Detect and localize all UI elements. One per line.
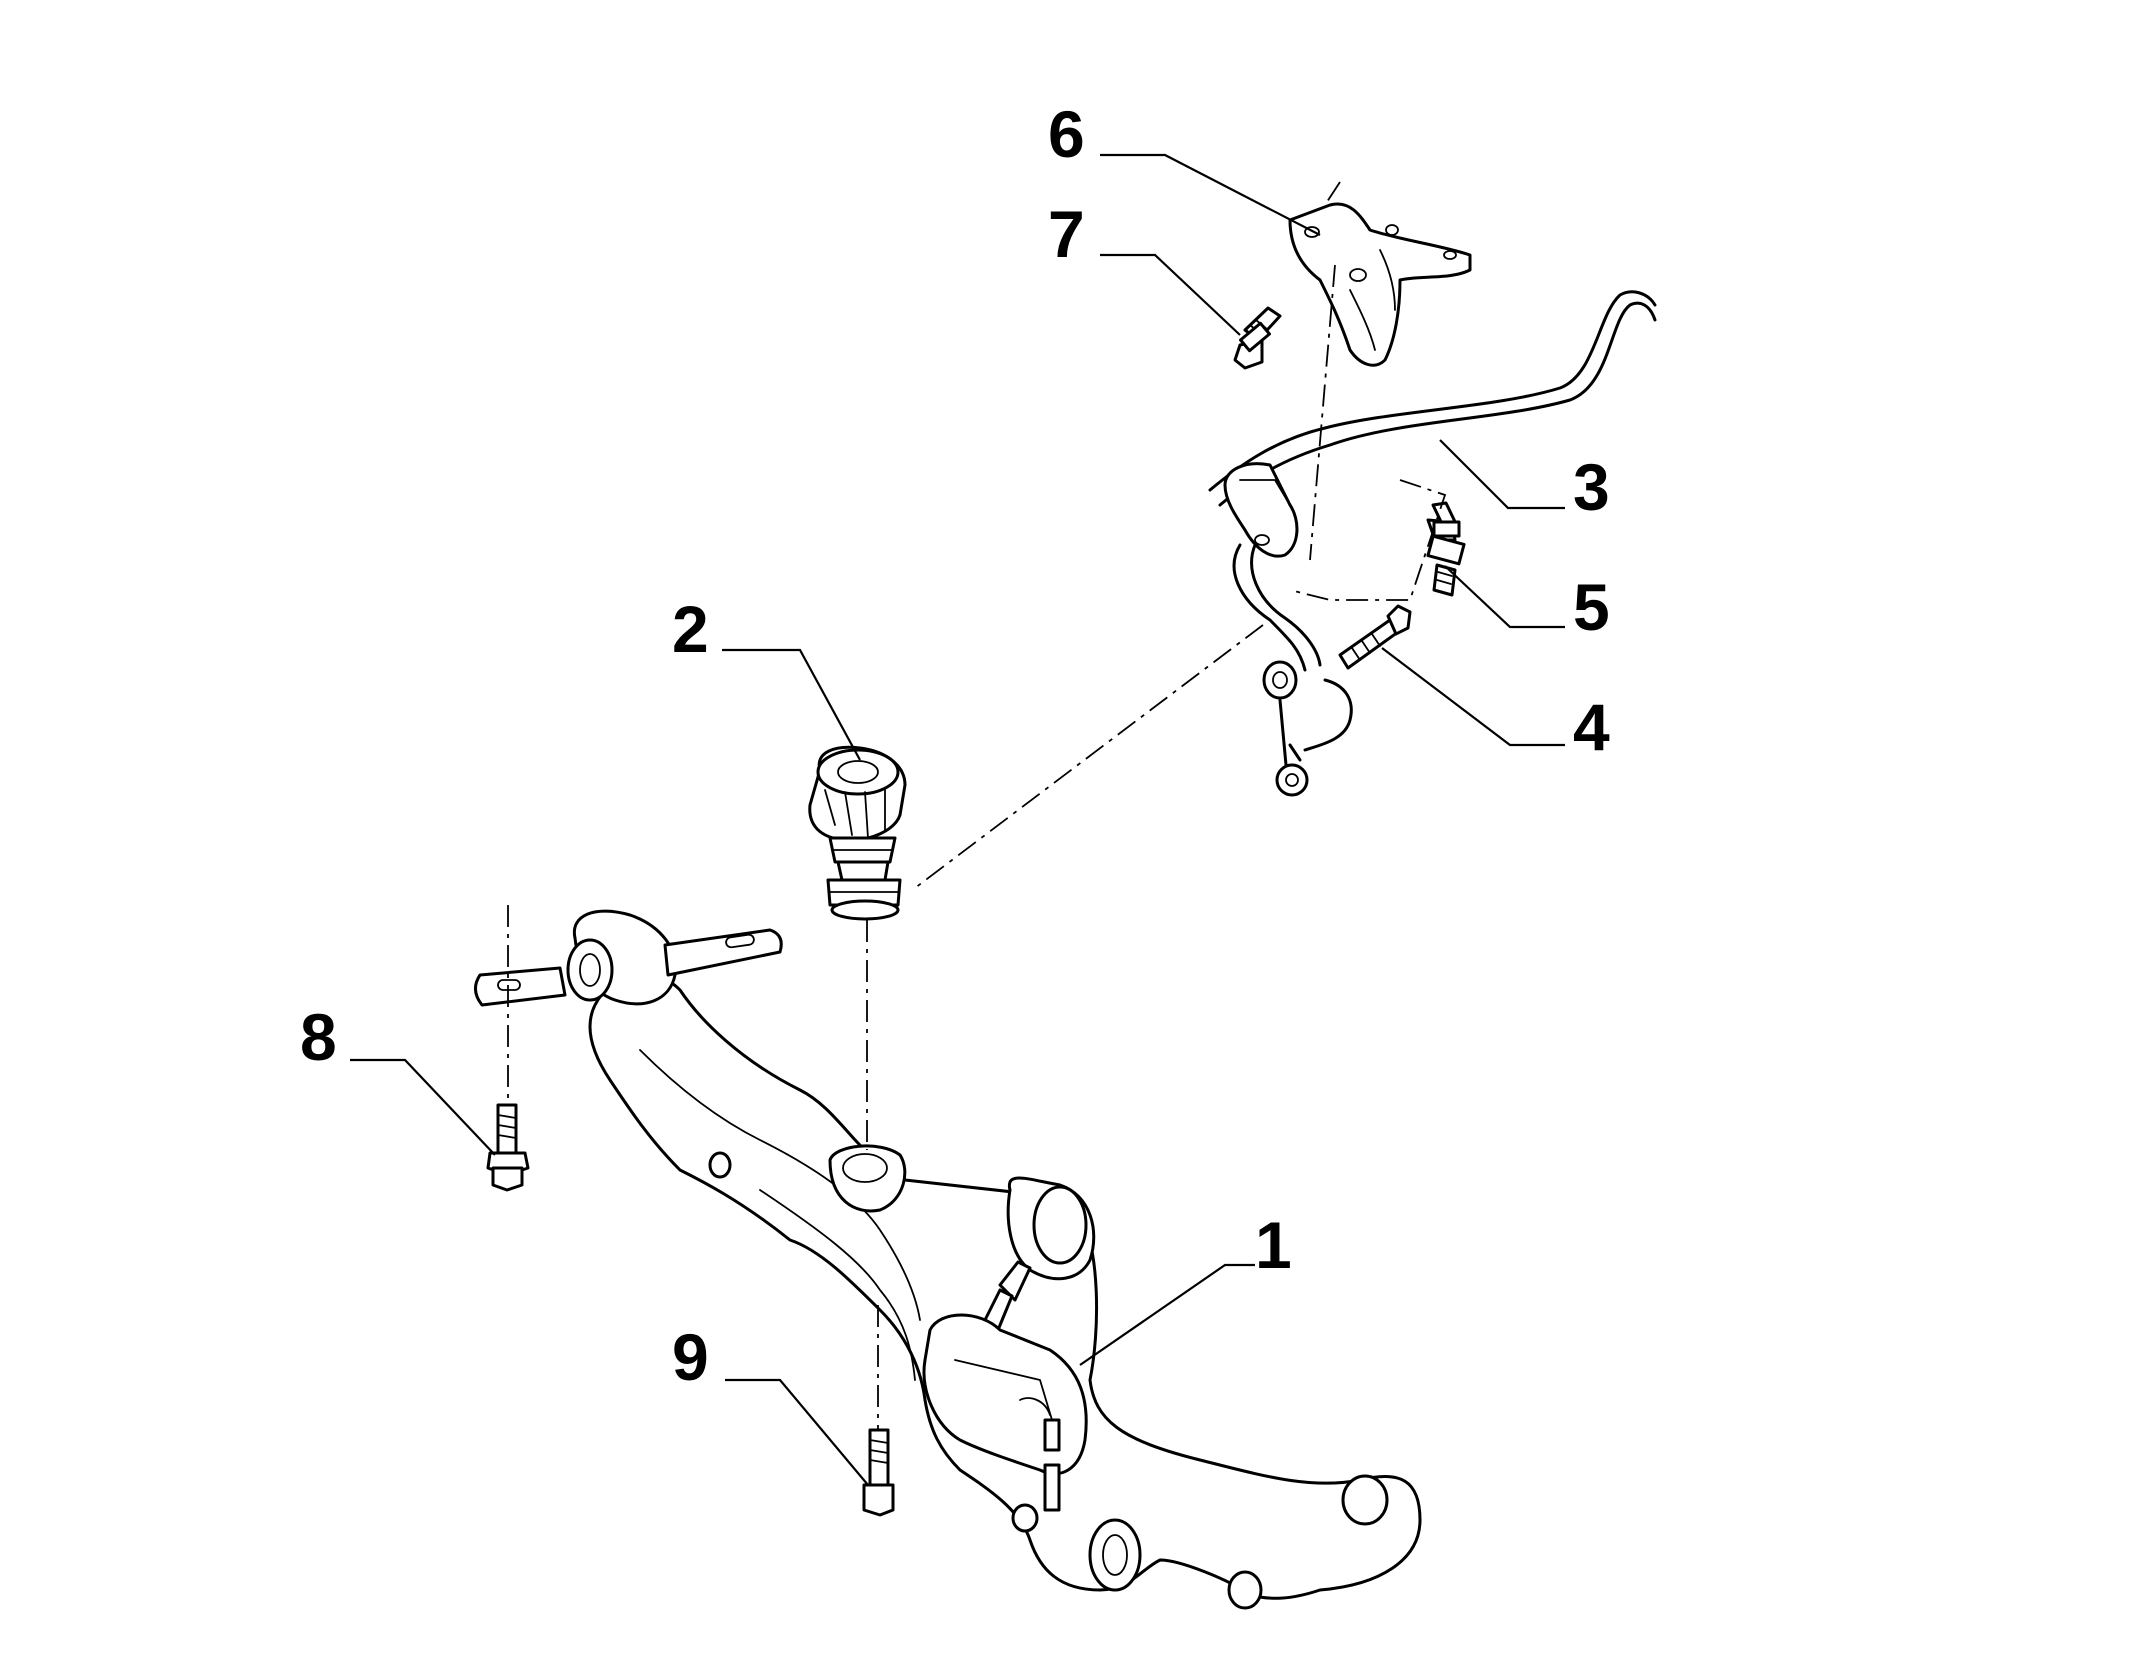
mount-boss (828, 1144, 907, 1213)
front-mount-bushing (474, 909, 783, 1007)
callout-8[interactable]: 8 (300, 1000, 337, 1074)
rear-mount-bushing (983, 1176, 1096, 1332)
callout-5[interactable]: 5 (1573, 570, 1610, 644)
link-bolt-part[interactable] (1338, 604, 1412, 670)
upper-bolt-part[interactable] (1233, 306, 1282, 370)
callout-4[interactable]: 4 (1573, 690, 1610, 764)
assembly-center-lines (507, 181, 1447, 1430)
callout-6[interactable]: 6 (1048, 97, 1085, 171)
callout-1[interactable]: 1 (1255, 1208, 1292, 1282)
callout-labels: 1 2 3 4 5 6 7 8 9 (300, 97, 1610, 1394)
rubber-mount-part[interactable] (808, 745, 907, 921)
callout-2[interactable]: 2 (672, 592, 709, 666)
bolt-9-part[interactable] (862, 1428, 895, 1517)
callout-9[interactable]: 9 (672, 1320, 709, 1394)
callout-7[interactable]: 7 (1048, 197, 1085, 271)
lower-node (708, 1151, 1389, 1610)
subframe-part[interactable] (474, 909, 1422, 1610)
bracket-bolt-part[interactable] (1426, 501, 1466, 597)
upper-bracket-part[interactable] (1288, 202, 1472, 367)
stabilizer-bar-part[interactable] (1208, 290, 1657, 797)
callout-leaders (350, 153, 1565, 1486)
bolt-8-part[interactable] (486, 1103, 530, 1192)
callout-3[interactable]: 3 (1573, 450, 1610, 524)
